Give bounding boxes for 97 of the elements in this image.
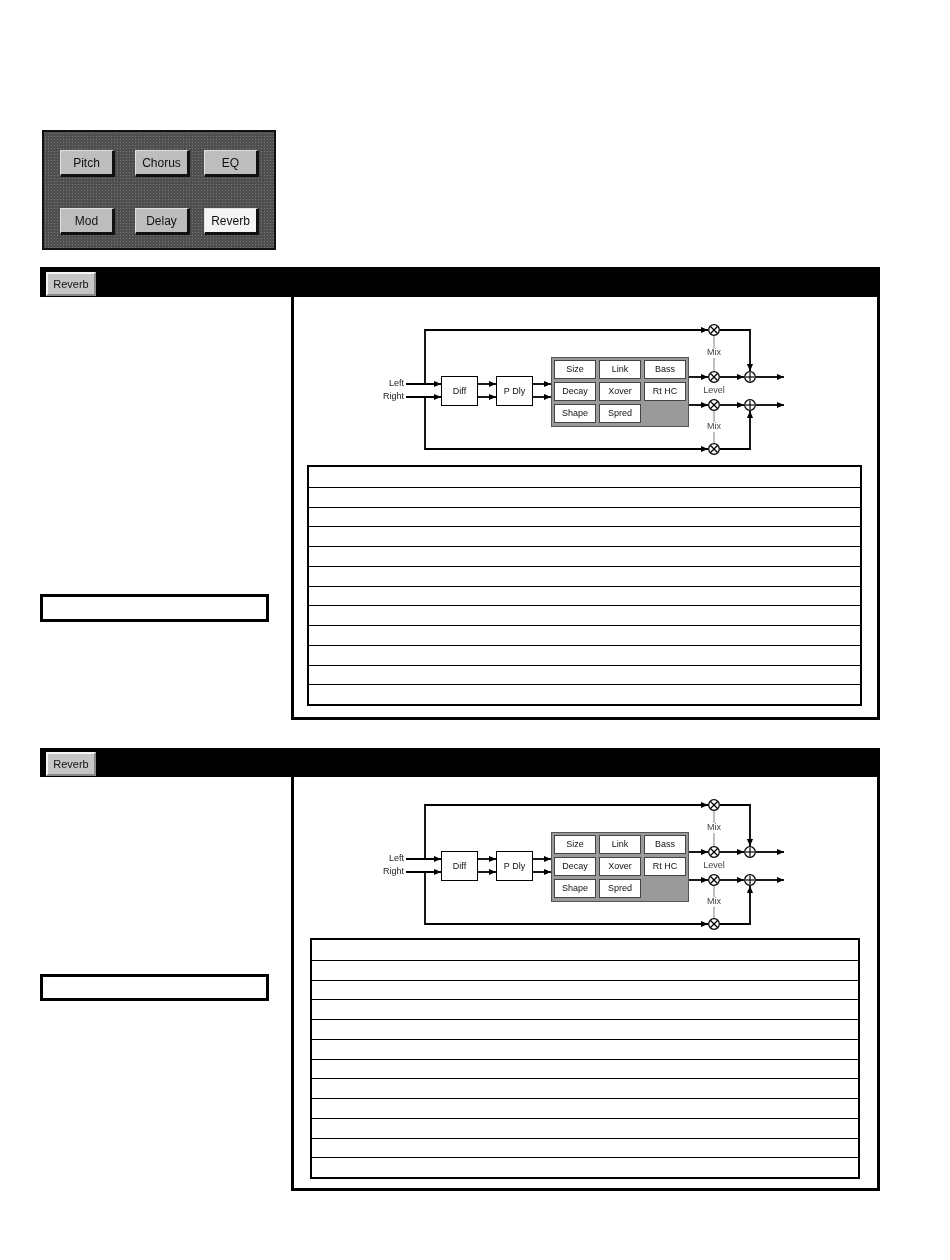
arrow <box>719 410 754 450</box>
header-button: Reverb <box>46 272 96 296</box>
diagram-panel <box>291 777 880 1191</box>
process-box: P Dly <box>496 376 533 406</box>
multiplier-icon <box>708 371 720 383</box>
effect-button: Reverb <box>204 208 259 235</box>
parameter-box: Link <box>599 835 641 854</box>
arrow <box>688 848 709 856</box>
blank-table <box>310 938 860 1179</box>
parameter-box: Shape <box>554 879 596 898</box>
arrow <box>532 868 552 876</box>
control-label: Level <box>703 861 725 871</box>
parameter-box: Link <box>599 360 641 379</box>
parameter-box: Decay <box>554 382 596 401</box>
section-header-bar <box>40 748 880 777</box>
connector-line <box>713 832 715 847</box>
multiplier-icon <box>708 874 720 886</box>
connector-line <box>713 906 715 919</box>
arrow <box>477 393 497 401</box>
multiplier-icon <box>708 918 720 930</box>
control-label: Mix <box>707 348 721 358</box>
arrow <box>477 855 497 863</box>
control-label: Mix <box>707 422 721 432</box>
parameter-box: Rt HC <box>644 857 686 876</box>
arrow <box>719 804 754 847</box>
arrow <box>719 373 745 381</box>
blank-field <box>40 594 269 622</box>
blank-field <box>40 974 269 1001</box>
input-label: Right <box>383 867 406 877</box>
arrow <box>405 871 709 928</box>
effect-button: Delay <box>135 208 190 235</box>
parameter-box: Bass <box>644 835 686 854</box>
arrow <box>755 876 785 884</box>
connector-line <box>713 431 715 444</box>
parameter-box: Size <box>554 360 596 379</box>
multiplier-icon <box>708 846 720 858</box>
header-button: Reverb <box>46 752 96 776</box>
effect-button: Chorus <box>135 150 190 177</box>
arrow <box>688 876 709 884</box>
multiplier-icon <box>708 443 720 455</box>
input-label: Right <box>383 392 406 402</box>
arrow <box>477 380 497 388</box>
arrow <box>477 868 497 876</box>
control-label: Level <box>703 386 725 396</box>
parameter-box: Spred <box>599 404 641 423</box>
arrow <box>755 401 785 409</box>
control-label: Mix <box>707 823 721 833</box>
connector-line <box>713 810 715 824</box>
parameter-box: Xover <box>599 857 641 876</box>
arrow <box>532 380 552 388</box>
input-label: Left <box>389 854 406 864</box>
multiplier-icon <box>708 324 720 336</box>
connector-line <box>713 357 715 372</box>
arrow <box>719 885 754 925</box>
arrow <box>755 848 785 856</box>
parameter-box: Bass <box>644 360 686 379</box>
effect-button: EQ <box>204 150 259 177</box>
arrow <box>405 801 709 860</box>
parameter-box: Size <box>554 835 596 854</box>
parameter-box: Shape <box>554 404 596 423</box>
parameter-box: Spred <box>599 879 641 898</box>
effect-button: Mod <box>60 208 115 235</box>
adder-icon <box>744 399 756 411</box>
parameter-box: Xover <box>599 382 641 401</box>
arrow <box>755 373 785 381</box>
effect-button: Pitch <box>60 150 115 177</box>
control-label: Mix <box>707 897 721 907</box>
arrow <box>719 329 754 372</box>
arrow <box>405 326 709 385</box>
multiplier-icon <box>708 799 720 811</box>
process-box: Diff <box>441 376 478 406</box>
arrow <box>719 401 745 409</box>
arrow <box>532 855 552 863</box>
connector-line <box>713 335 715 349</box>
arrow <box>719 876 745 884</box>
blank-table <box>307 465 862 706</box>
adder-icon <box>744 874 756 886</box>
process-box: Diff <box>441 851 478 881</box>
diagram-panel <box>291 297 880 720</box>
parameter-box: Rt HC <box>644 382 686 401</box>
arrow <box>719 848 745 856</box>
connector-line <box>713 410 715 423</box>
parameter-block <box>551 832 689 902</box>
arrow <box>688 373 709 381</box>
arrow <box>532 393 552 401</box>
adder-icon <box>744 846 756 858</box>
arrow <box>688 401 709 409</box>
section-header-bar <box>40 267 880 297</box>
adder-icon <box>744 371 756 383</box>
input-label: Left <box>389 379 406 389</box>
multiplier-icon <box>708 399 720 411</box>
process-box: P Dly <box>496 851 533 881</box>
parameter-box: Decay <box>554 857 596 876</box>
button-panel <box>42 130 276 250</box>
arrow <box>405 396 709 453</box>
connector-line <box>713 885 715 898</box>
parameter-block <box>551 357 689 427</box>
